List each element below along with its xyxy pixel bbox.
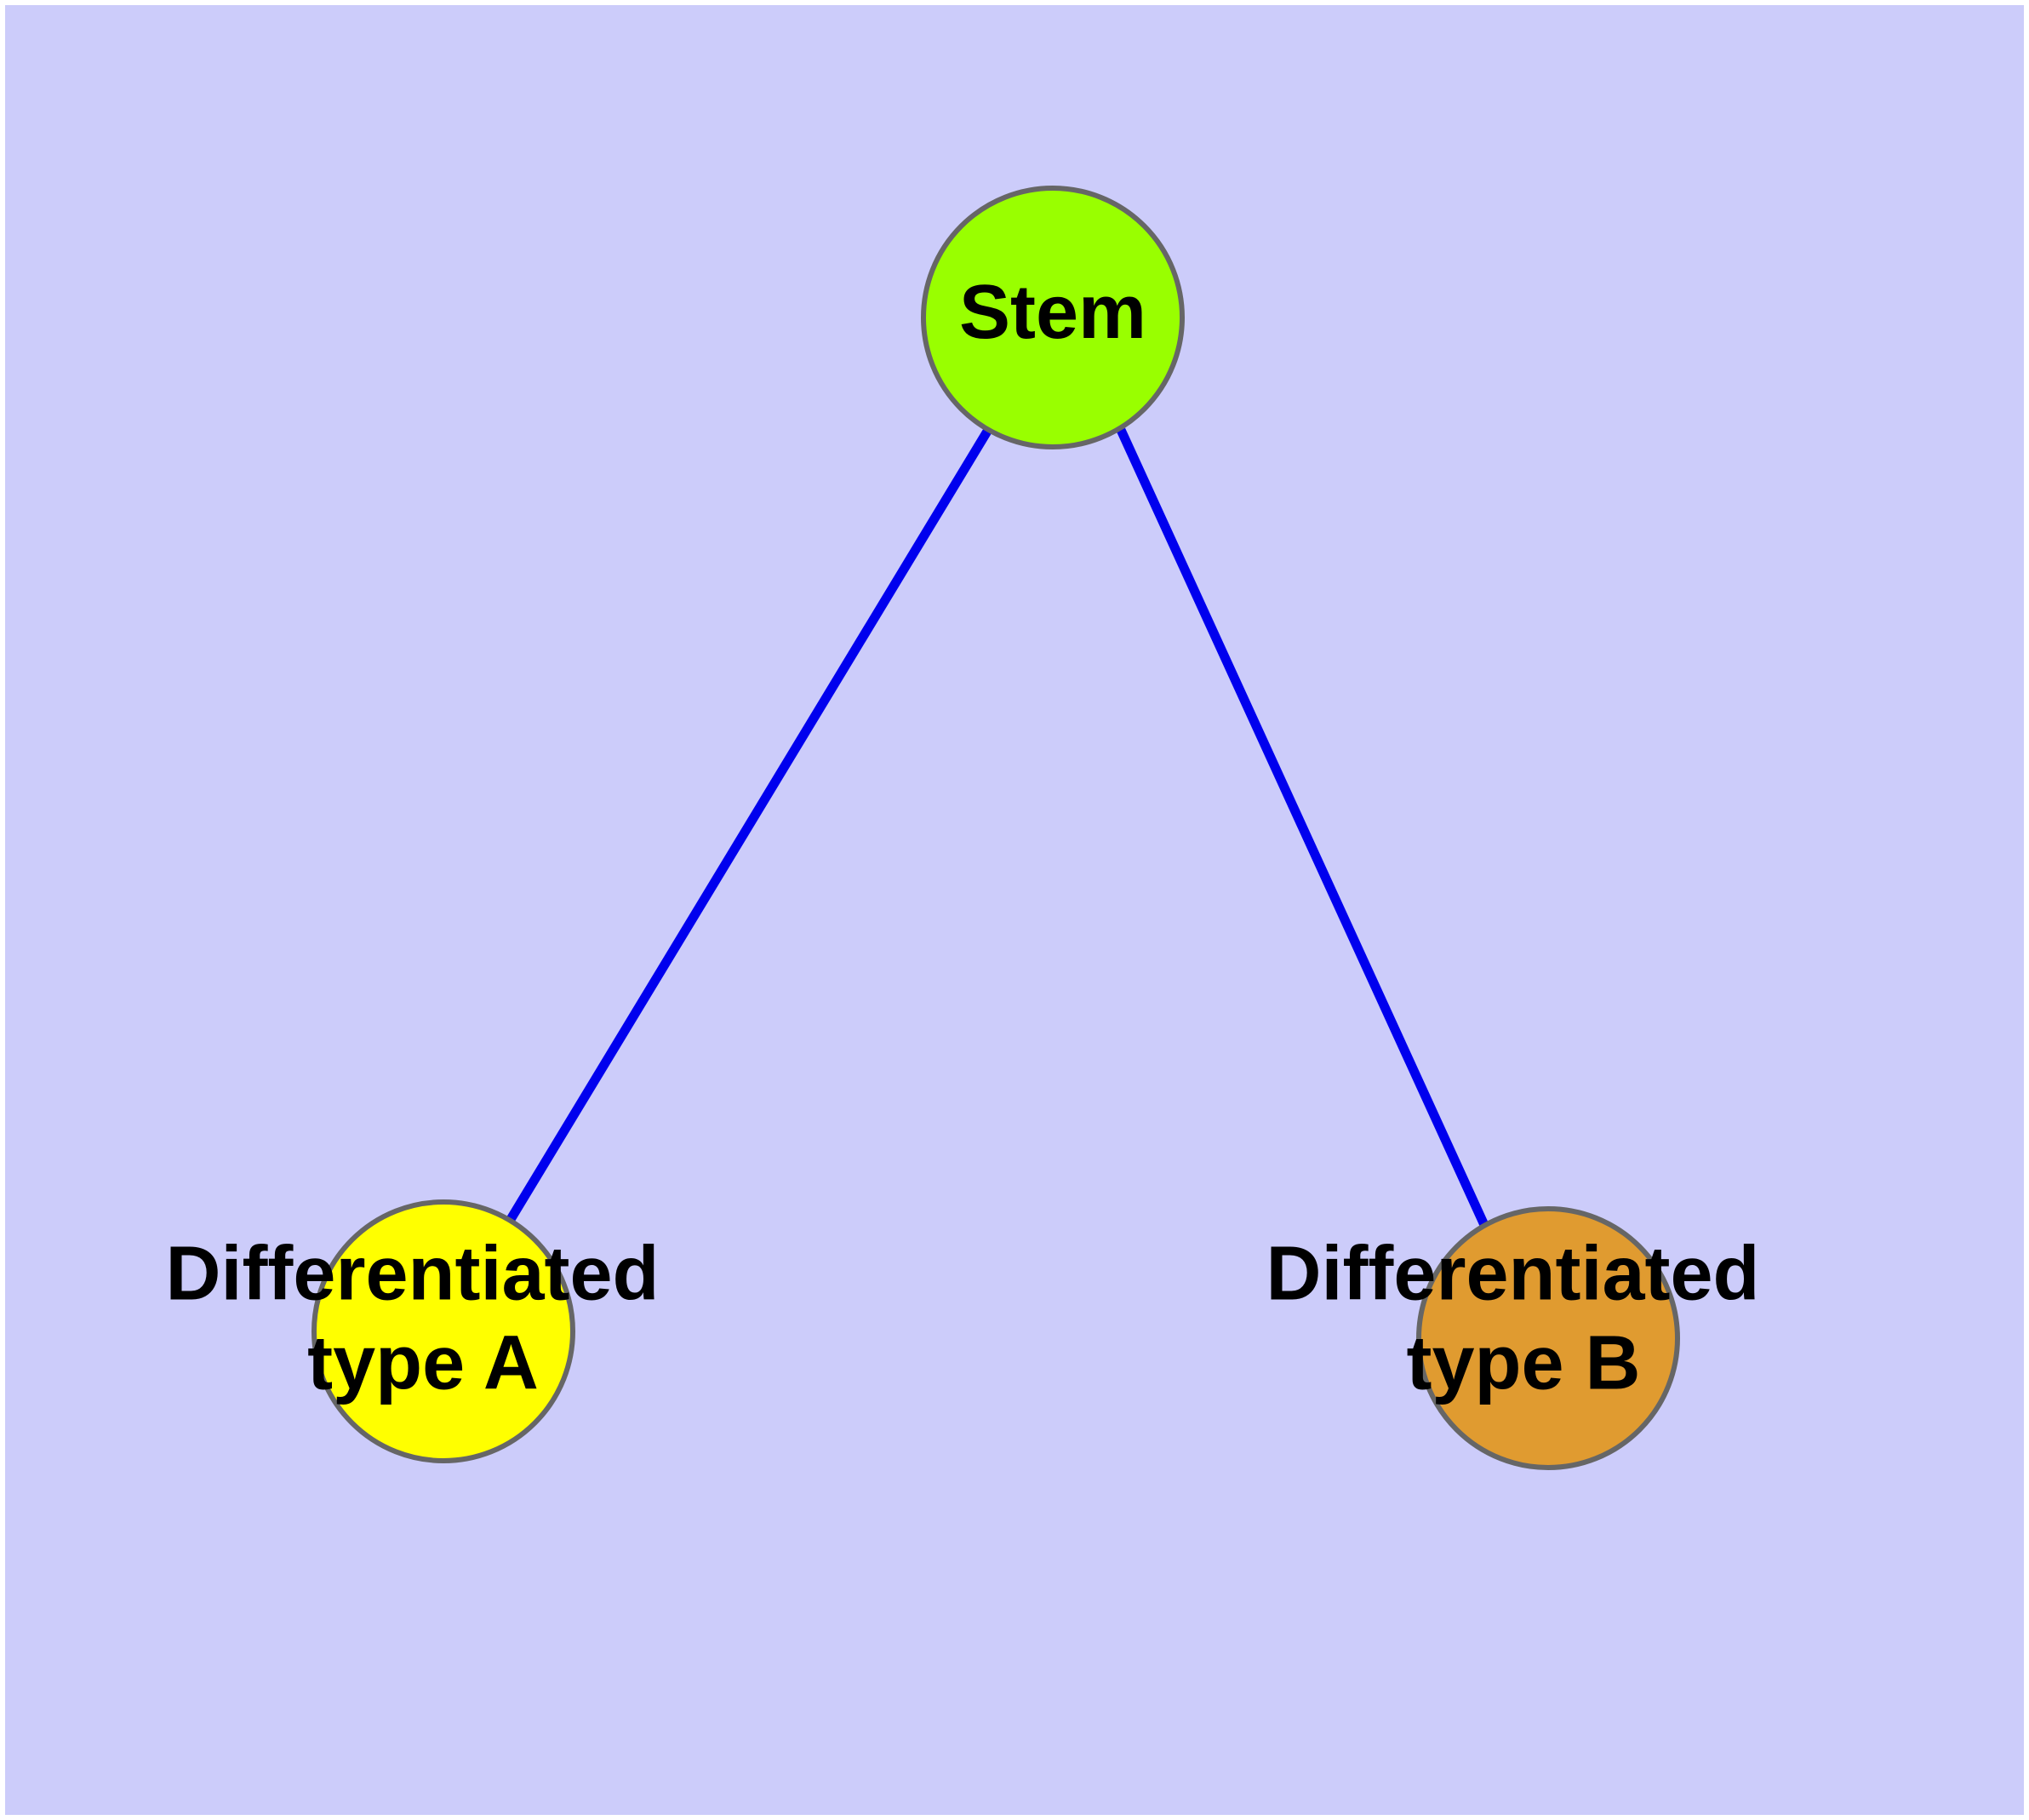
node-diff-a-label: Differentiated type A <box>165 1231 680 1405</box>
node-diff-a-label-line-1: Differentiated <box>165 1231 659 1316</box>
node-stem-label-line-1: Stem <box>959 270 1146 355</box>
node-diff-b-label: Differentiated type B <box>1266 1231 1780 1405</box>
node-diff-a-label-line-2: type A <box>307 1320 539 1405</box>
label-layer: Stem Differentiated type A Differentiate… <box>165 270 1780 1406</box>
node-diff-a-circle[interactable] <box>311 1199 575 1463</box>
edge-layer <box>506 427 1489 1228</box>
edge-stem-to-diff-b[interactable] <box>1116 427 1489 1228</box>
node-stem-label: Stem <box>959 270 1146 355</box>
node-layer <box>311 186 1680 1470</box>
node-diff-a[interactable] <box>311 1199 575 1463</box>
node-stem-circle[interactable] <box>921 186 1185 449</box>
node-diff-b-label-line-1: Differentiated <box>1266 1231 1759 1316</box>
node-stem[interactable] <box>921 186 1185 449</box>
edge-stem-to-diff-a[interactable] <box>506 427 992 1223</box>
node-diff-b-circle[interactable] <box>1416 1206 1680 1470</box>
node-diff-b[interactable] <box>1416 1206 1680 1470</box>
node-diff-b-label-line-2: type B <box>1406 1320 1640 1405</box>
